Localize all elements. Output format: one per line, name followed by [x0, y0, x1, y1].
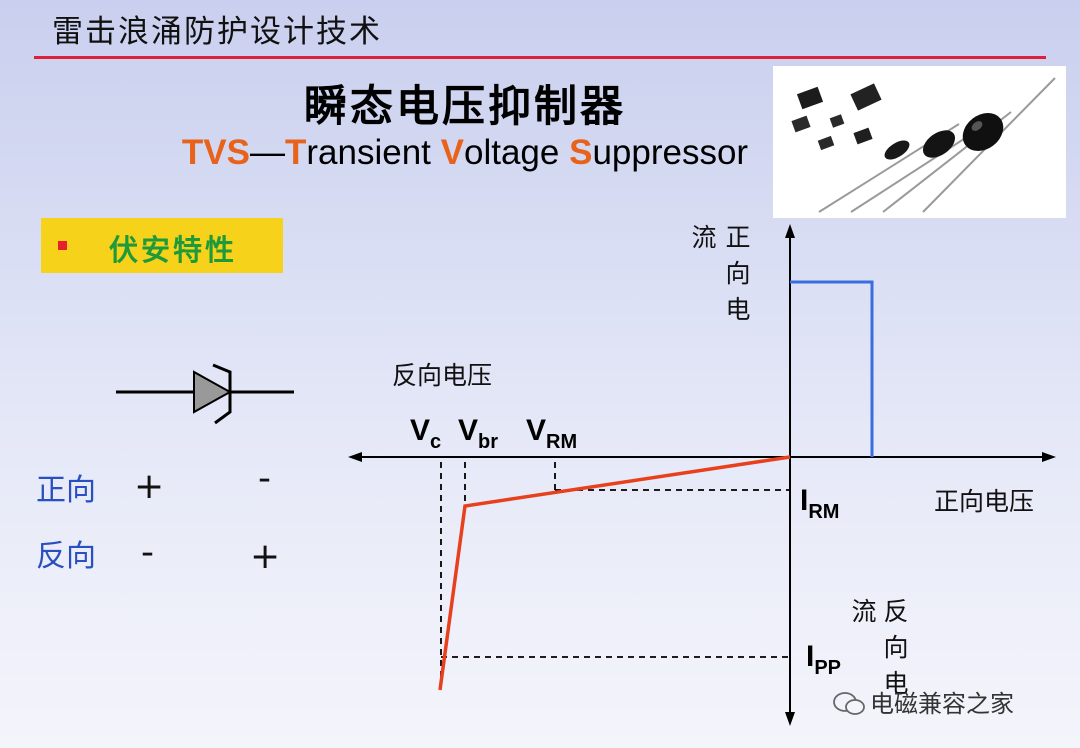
vbr-letter: V — [458, 414, 479, 447]
reverse-voltage-label: 反向电压 — [392, 361, 493, 390]
wechat-icon — [833, 692, 865, 715]
x-axis-arrow-right — [1042, 452, 1056, 462]
watermark: 电磁兼容之家 — [832, 684, 1014, 719]
reverse-curve — [438, 455, 791, 691]
vbr-marker: Vbr — [458, 414, 498, 454]
reverse-right-sign: + — [250, 536, 281, 577]
forward-label: 正向 — [36, 473, 96, 508]
reverse-current-char-1: 反 — [883, 597, 909, 626]
subtitle-dash: — — [249, 133, 285, 172]
header-rule — [34, 56, 1046, 59]
bullet-heading: 伏安特性 — [41, 218, 283, 273]
bullet-square-icon — [58, 241, 67, 250]
forward-current-label-col1: 流 — [691, 223, 717, 252]
vrm-marker: VRM — [526, 414, 577, 454]
irm-subscript: RM — [808, 501, 840, 523]
reverse-current-char-3: 电 — [883, 669, 909, 698]
forward-current-char-2: 向 — [725, 259, 751, 288]
main-title: 瞬态电压抑制器 — [304, 82, 626, 132]
subtitle-v: V — [440, 133, 464, 172]
forward-current-char-1: 正 — [725, 223, 751, 252]
reverse-current-label-col1: 流 — [851, 597, 877, 626]
irm-marker: IRM — [800, 484, 839, 524]
vc-marker: Vc — [410, 414, 441, 454]
vrm-letter: V — [526, 414, 547, 447]
header-title: 雷击浪涌防护设计技术 — [52, 14, 382, 50]
subtitle-oltage: oltage — [463, 133, 570, 172]
reverse-left-sign: - — [141, 532, 154, 573]
subtitle-t: T — [284, 133, 307, 172]
subtitle-uppressor: uppressor — [592, 133, 749, 172]
watermark-text: 电磁兼容之家 — [870, 690, 1014, 718]
forward-current-char-3: 电 — [725, 295, 751, 324]
ipp-subscript: PP — [814, 657, 842, 679]
reference-lines — [440, 462, 790, 690]
forward-voltage-label: 正向电压 — [934, 487, 1035, 516]
x-axis-arrow-left — [348, 452, 362, 462]
vc-subscript: c — [430, 431, 442, 453]
subtitle-tvs: TVS — [181, 133, 250, 172]
subtitle-ransient: ransient — [306, 133, 441, 172]
tvs-diode-symbol — [116, 363, 294, 425]
irm-letter: I — [800, 484, 809, 517]
vrm-subscript: RM — [546, 431, 578, 453]
forward-current-label-col2: 正 向 电 — [724, 220, 752, 328]
forward-right-sign: - — [258, 458, 271, 499]
vc-letter: V — [410, 414, 431, 447]
bullet-label: 伏安特性 — [109, 233, 238, 267]
vbr-subscript: br — [478, 431, 499, 453]
forward-curve — [790, 280, 874, 457]
reverse-current-label-col2: 反 向 电 — [882, 594, 910, 702]
reverse-label: 反向 — [36, 539, 96, 574]
subtitle-s: S — [569, 133, 593, 172]
reverse-current-char-2: 向 — [883, 633, 909, 662]
forward-left-sign: + — [134, 466, 165, 507]
tvs-components-photo — [773, 66, 1066, 218]
ipp-marker: IPP — [806, 640, 841, 680]
y-axis-arrow-top — [785, 224, 795, 238]
y-axis-arrow-bottom — [785, 712, 795, 726]
axes — [352, 230, 1050, 722]
subtitle: TVS—Transient Voltage Suppressor — [0, 133, 930, 173]
ipp-letter: I — [806, 640, 815, 673]
